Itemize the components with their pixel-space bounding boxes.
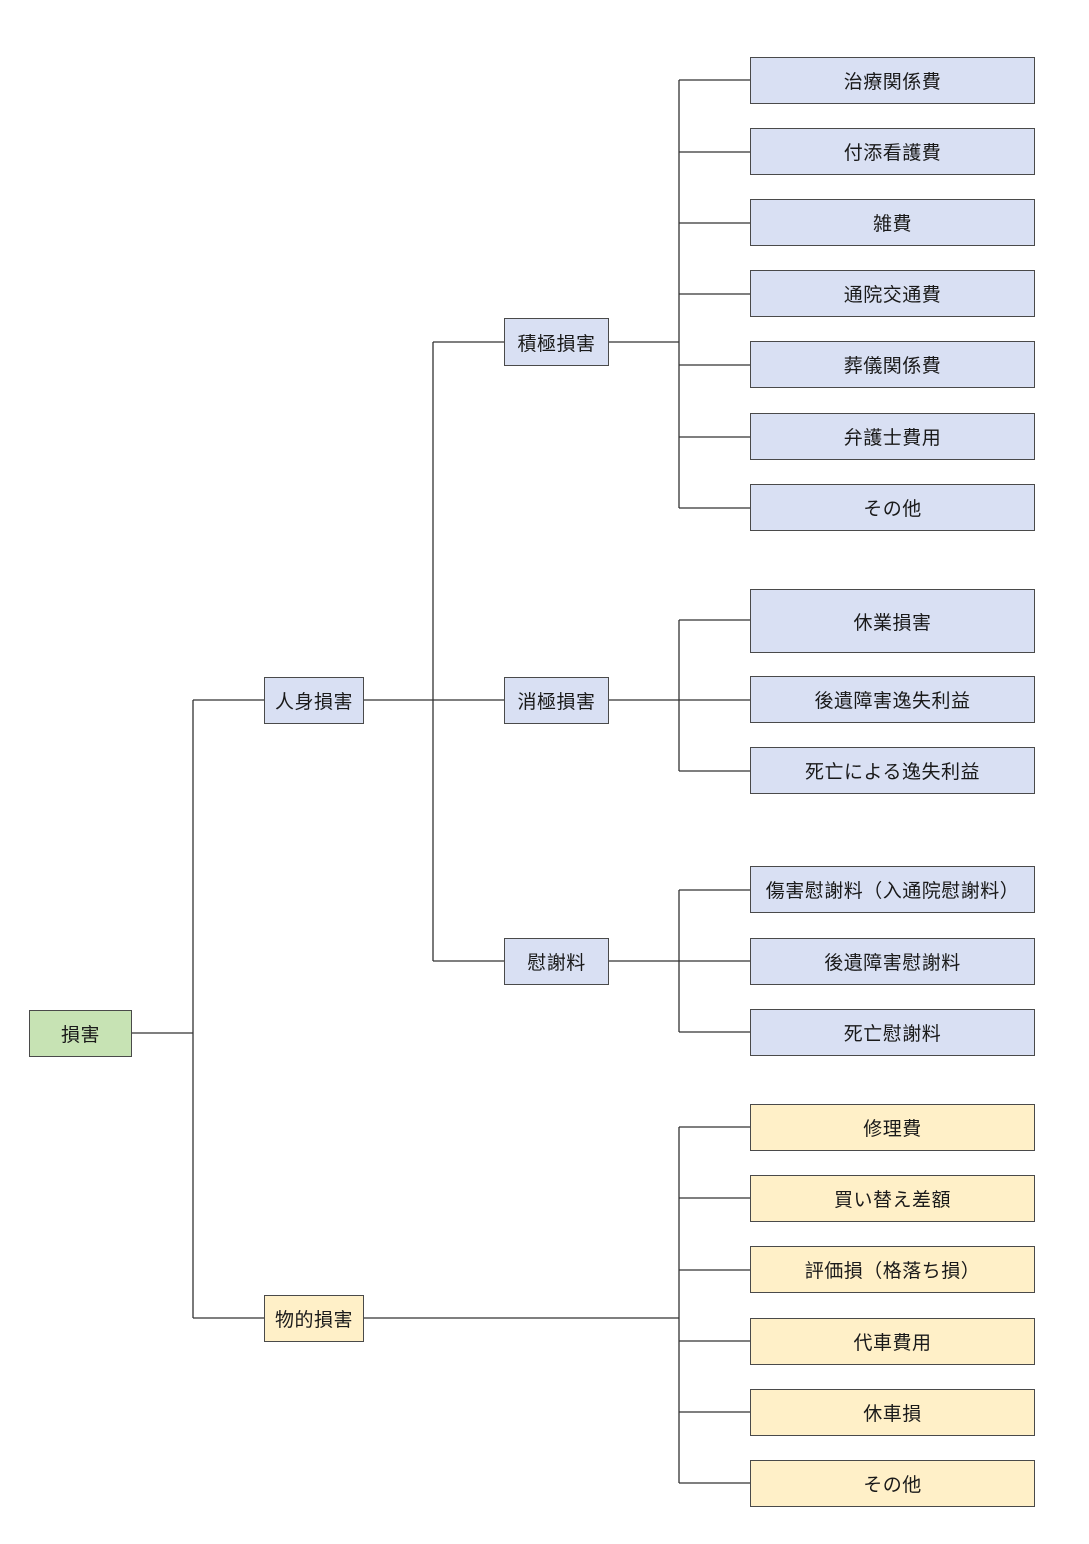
- leaf-repair-costs: 修理費: [750, 1104, 1035, 1151]
- leaf-lawyer-fees: 弁護士費用: [750, 413, 1035, 460]
- leaf-misc-costs: 雑費: [750, 199, 1035, 246]
- node-personal-damage: 人身損害: [264, 677, 364, 724]
- node-consolation: 慰謝料: [504, 938, 609, 985]
- node-active-damage: 積極損害: [504, 318, 609, 366]
- leaf-rental-car-costs: 代車費用: [750, 1318, 1035, 1365]
- leaf-death-lost-profit: 死亡による逸失利益: [750, 747, 1035, 794]
- node-passive-damage: 消極損害: [504, 677, 609, 724]
- leaf-commute-costs: 通院交通費: [750, 270, 1035, 317]
- leaf-funeral-costs: 葬儀関係費: [750, 341, 1035, 388]
- leaf-property-other: その他: [750, 1460, 1035, 1507]
- leaf-treatment-costs: 治療関係費: [750, 57, 1035, 104]
- leaf-vehicle-downtime-loss: 休車損: [750, 1389, 1035, 1436]
- leaf-depreciation-loss: 評価損（格落ち損）: [750, 1246, 1035, 1293]
- node-property-damage: 物的損害: [264, 1295, 364, 1342]
- root-node-damage: 損害: [29, 1010, 132, 1057]
- leaf-disability-consolation: 後遺障害慰謝料: [750, 938, 1035, 985]
- leaf-injury-consolation: 傷害慰謝料（入通院慰謝料）: [750, 866, 1035, 913]
- leaf-death-consolation: 死亡慰謝料: [750, 1009, 1035, 1056]
- leaf-lost-wages: 休業損害: [750, 589, 1035, 653]
- leaf-disability-lost-profit: 後遺障害逸失利益: [750, 676, 1035, 723]
- leaf-replacement-difference: 買い替え差額: [750, 1175, 1035, 1222]
- leaf-active-other: その他: [750, 484, 1035, 531]
- leaf-nursing-costs: 付添看護費: [750, 128, 1035, 175]
